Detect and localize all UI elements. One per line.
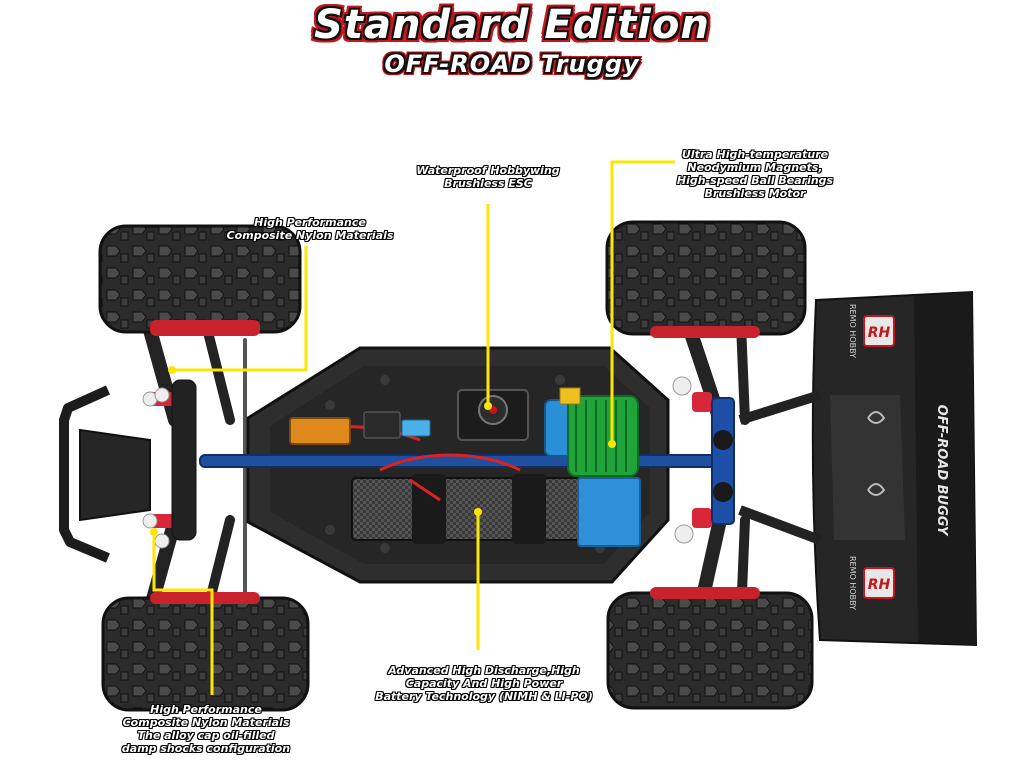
callout-front-upper: High Performance Composite Nylon Materia… xyxy=(212,216,408,242)
wing-mount-icon xyxy=(867,411,886,424)
wing-badge-top: RH xyxy=(868,325,891,341)
callout-lines xyxy=(152,160,675,695)
wing-mount-icon xyxy=(867,483,886,496)
callout-front-lower-line2: Composite Nylon Materials xyxy=(122,716,290,729)
page-title: Standard Edition xyxy=(314,2,710,48)
callout-esc: Waterproof Hobbywing Brushless ESC xyxy=(388,164,588,190)
rear-left-tire xyxy=(605,220,807,338)
callout-motor: Ultra High-temperature Neodymium Magnets… xyxy=(655,148,855,200)
wing-decal: OFF-ROAD BUGGY xyxy=(934,405,949,537)
callout-dots xyxy=(150,366,616,536)
callout-battery-line3: Battery Technology (NIMH & LI-PO) xyxy=(375,690,593,703)
front-upper-callout-line xyxy=(172,246,308,372)
front-bumper xyxy=(59,385,151,563)
callout-motor-line3: High-speed Ball Bearings xyxy=(676,174,834,187)
callout-motor-line2: Neodymium Magnets, xyxy=(687,161,823,174)
callout-front-lower-line4: damp shocks configuration xyxy=(121,742,291,755)
callout-motor-line1: Ultra High-temperature xyxy=(681,148,829,161)
callout-front-lower: High Performance Composite Nylon Materia… xyxy=(104,703,308,755)
callout-battery-line2: Capacity And High Power xyxy=(405,677,563,690)
wing-badge-bottom: RH xyxy=(868,577,891,593)
brushless-motor xyxy=(544,387,639,477)
callout-battery: Advanced High Discharge,High Capacity An… xyxy=(366,664,602,703)
wing-logo-top: RH REMO HOBBY xyxy=(848,304,895,358)
callout-esc-line1: Waterproof Hobbywing xyxy=(416,164,560,177)
drive-shaft xyxy=(199,454,721,468)
front-left-tire xyxy=(98,224,302,336)
rear-right-tire xyxy=(606,587,814,710)
callout-battery-line1: Advanced High Discharge,High xyxy=(388,664,580,677)
wing-brand-text-bottom: REMO HOBBY xyxy=(848,556,857,610)
motor-callout-line xyxy=(610,160,675,444)
steering-servo xyxy=(289,417,351,445)
battery-pack xyxy=(351,474,641,547)
wing-logo-bottom: RH REMO HOBBY xyxy=(848,556,895,610)
front-right-tire xyxy=(101,592,310,712)
wing-strut xyxy=(738,390,822,545)
front-shock-absorbers xyxy=(142,379,197,549)
callout-front-lower-line3: The alloy cap oil-filled xyxy=(137,729,275,742)
callout-motor-line4: Brushless Motor xyxy=(704,187,806,200)
callout-esc-line2: Brushless ESC xyxy=(444,177,532,190)
wing-brand-text-top: REMO HOBBY xyxy=(848,304,857,358)
esc-unit xyxy=(457,389,529,441)
page-subtitle: OFF-ROAD Truggy xyxy=(384,50,640,78)
rear-shock-absorbers xyxy=(672,376,735,544)
callout-front-upper-line1: High Performance xyxy=(254,216,366,229)
receiver xyxy=(363,411,431,439)
callout-front-lower-line1: High Performance xyxy=(150,703,262,716)
callout-front-upper-line2: Composite Nylon Materials xyxy=(226,229,394,242)
front-lower-callout-line xyxy=(152,532,214,695)
rear-wing: RH REMO HOBBY RH REMO HOBBY OFF-ROAD BUG… xyxy=(811,290,978,647)
